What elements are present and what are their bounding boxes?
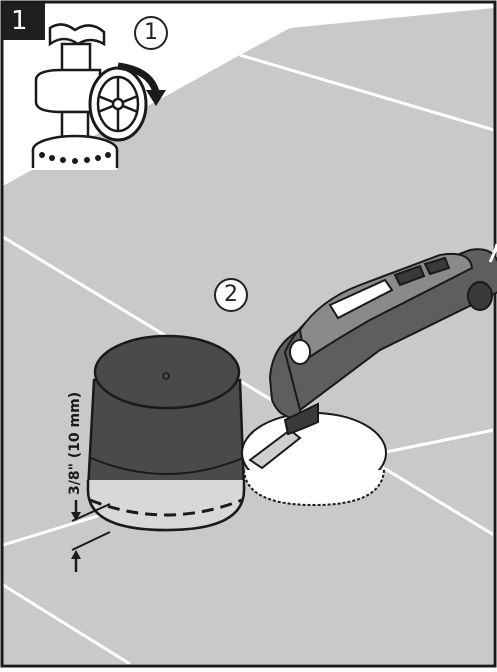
arrow-up-icon [71,550,81,559]
valve-top-pipe [48,23,106,47]
dimension-leader-upper [71,503,111,522]
rotation-arrow-icon [117,62,166,106]
floor-back [240,8,494,130]
multi-tool [248,243,497,470]
dimension-label: 3/8" (10 mm) [67,392,83,495]
bucket [86,334,246,532]
dimension-leader-lower [71,531,111,551]
tile-joint [239,53,495,132]
sanding-pad [241,412,387,507]
tool-clamp [283,402,319,436]
dimension-indicator [71,500,111,572]
bucket-base [86,480,246,532]
tool-vent [393,264,426,287]
flange-bolts [39,152,111,164]
tool-dial [467,281,493,311]
tool-blade [248,428,302,470]
callout-2: 2 [214,278,248,312]
tool-vent [423,256,451,276]
tool-switch [328,278,394,320]
bucket-top [93,334,241,410]
pad-serrated-edge [243,469,385,507]
callout-1: 1 [134,16,168,50]
bucket-ridge [90,457,244,475]
handwheel-hub [111,97,125,111]
arrow-down-icon [71,512,81,521]
tile-joint [2,235,495,537]
tile-joint [2,583,131,666]
step-number-badge: 1 [3,3,45,40]
water-level-dashes [89,498,243,517]
tool-knob [289,339,311,365]
bucket-center-mark [162,372,170,380]
tool-top-cover [298,252,474,362]
water-valve [31,23,148,170]
